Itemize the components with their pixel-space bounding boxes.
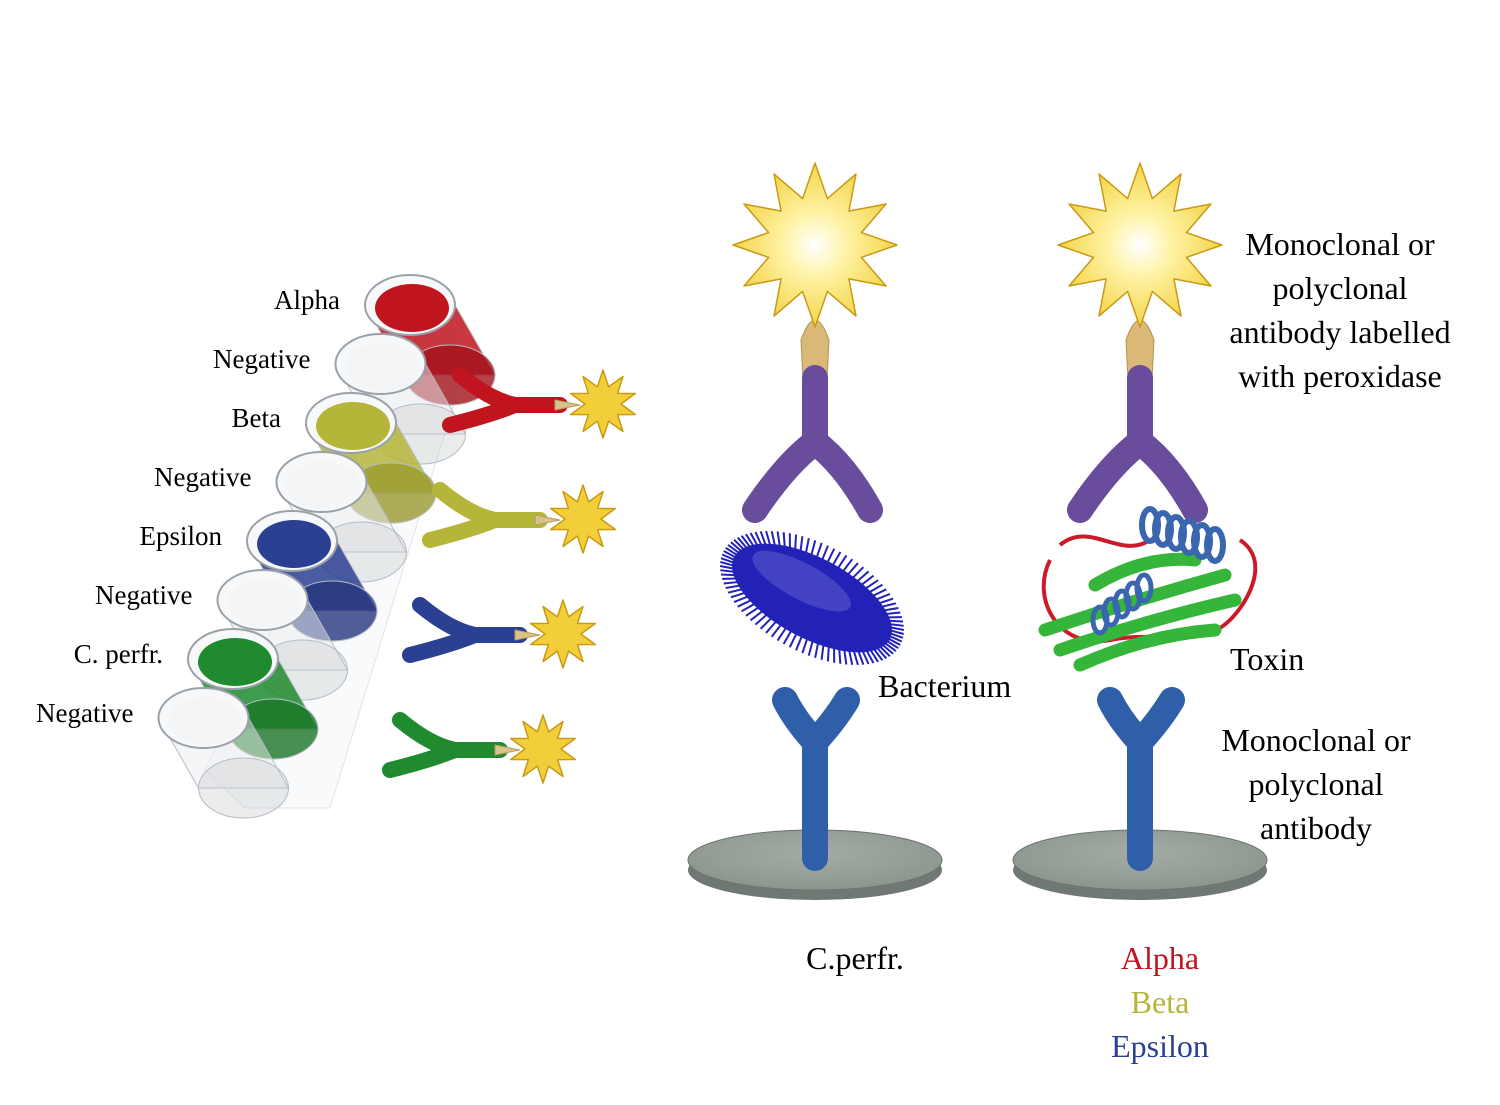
well-label-1: Alpha xyxy=(274,285,340,315)
well-8 xyxy=(157,687,290,819)
labelled-antibody-caption-line-3: antibody labelled xyxy=(1229,314,1451,350)
labelled-antibody-caption-line-4: with peroxidase xyxy=(1238,358,1442,394)
well-4 xyxy=(275,451,408,583)
capture-antibody-left xyxy=(687,687,943,900)
toxin-label: Toxin xyxy=(1230,641,1305,677)
labelled-antibody-left xyxy=(742,319,883,523)
labelled-antibody-beta xyxy=(422,482,561,548)
well-label-5: Epsilon xyxy=(139,521,222,551)
well-label-7: C. perfr. xyxy=(73,639,163,669)
labelled-antibody-alpha xyxy=(442,367,581,433)
capture-antibody-caption-line-1: Monoclonal or xyxy=(1221,722,1411,758)
labelled-antibody-left-star xyxy=(732,162,898,328)
labelled-antibody-right-star xyxy=(1057,162,1223,328)
bacterium-label: Bacterium xyxy=(878,668,1012,704)
capture-antibody-right xyxy=(1012,687,1268,900)
peroxidase-star-beta xyxy=(549,484,617,554)
labelled-antibody-right xyxy=(1067,319,1208,523)
well-label-6: Negative xyxy=(95,580,193,610)
capture-antibody-caption-line-3: antibody xyxy=(1260,810,1372,846)
cperfr-assay-label: C.perfr. xyxy=(806,940,904,976)
toxin xyxy=(1038,506,1258,672)
well-label-8: Negative xyxy=(36,698,134,728)
toxin-type-epsilon: Epsilon xyxy=(1111,1028,1209,1064)
labelled-antibody-epsilon xyxy=(402,597,541,663)
well-label-2: Negative xyxy=(213,344,311,374)
well-label-3: Beta xyxy=(231,403,281,433)
bacterium xyxy=(719,530,905,666)
well-label-4: Negative xyxy=(154,462,252,492)
labelled-antibody-cperfr xyxy=(382,712,521,778)
toxin-type-beta: Beta xyxy=(1130,984,1190,1020)
peroxidase-star-alpha xyxy=(569,369,637,439)
labelled-antibody-caption-line-2: polyclonal xyxy=(1272,270,1408,306)
toxin-type-alpha: Alpha xyxy=(1120,940,1200,976)
peroxidase-star-cperfr xyxy=(509,714,577,784)
capture-antibody-caption-line-2: polyclonal xyxy=(1248,766,1384,802)
well-stack xyxy=(157,274,496,819)
labelled-antibody-caption-line-1: Monoclonal or xyxy=(1245,226,1435,262)
peroxidase-star-epsilon xyxy=(529,599,597,669)
